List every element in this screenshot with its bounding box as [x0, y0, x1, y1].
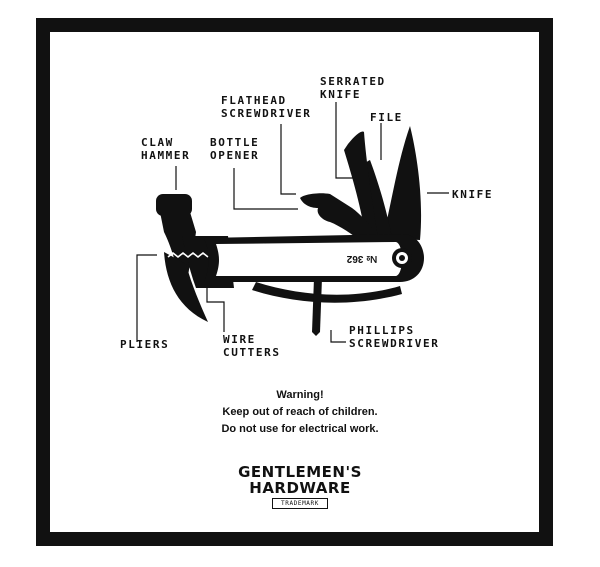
handle-pivot-pin — [399, 255, 405, 261]
hammer-neck — [160, 212, 196, 276]
phillips-screwdriver-tool — [312, 278, 322, 336]
label-flathead-screwdriver: FLATHEAD SCREWDRIVER — [221, 94, 312, 120]
warning-line-1: Keep out of reach of children. — [222, 406, 378, 418]
hammer-claw — [164, 252, 208, 322]
warning-line-2: Do not use for electrical work. — [221, 423, 379, 435]
label-phillips-screwdriver: PHILLIPS SCREWDRIVER — [349, 324, 440, 350]
leader-wire-cutters — [206, 288, 225, 332]
brand-line-2: HARDWARE — [249, 479, 351, 497]
knife-blade — [383, 126, 422, 240]
handle-inset — [216, 242, 402, 276]
label-file: FILE — [370, 111, 403, 124]
brand-line-1: GENTLEMEN'S — [238, 463, 362, 481]
serrated-knife-tool — [344, 131, 378, 240]
leader-bottle-opener — [233, 168, 298, 210]
pliers-teeth — [167, 251, 209, 259]
brand-trademark: TRADEMARK — [272, 498, 328, 509]
leader-phillips — [330, 330, 346, 343]
label-bottle-opener: BOTTLE OPENER — [210, 136, 260, 162]
hammer-face — [156, 194, 192, 216]
leader-pliers — [136, 254, 157, 342]
label-wire-cutters: WIRE CUTTERS — [223, 333, 281, 359]
warning-title: Warning! — [276, 389, 324, 401]
leader-flathead — [280, 124, 296, 195]
label-knife: KNIFE — [452, 188, 494, 201]
label-serrated-knife: SERRATED KNIFE — [320, 75, 386, 101]
leader-serrated — [335, 102, 356, 179]
pliers-arm — [252, 282, 402, 303]
label-claw-hammer: CLAW HAMMER — [141, 136, 191, 162]
label-pliers: PLIERS — [120, 338, 170, 351]
bottle-opener-tool — [300, 193, 378, 242]
handle-number: № 362 — [346, 253, 377, 264]
